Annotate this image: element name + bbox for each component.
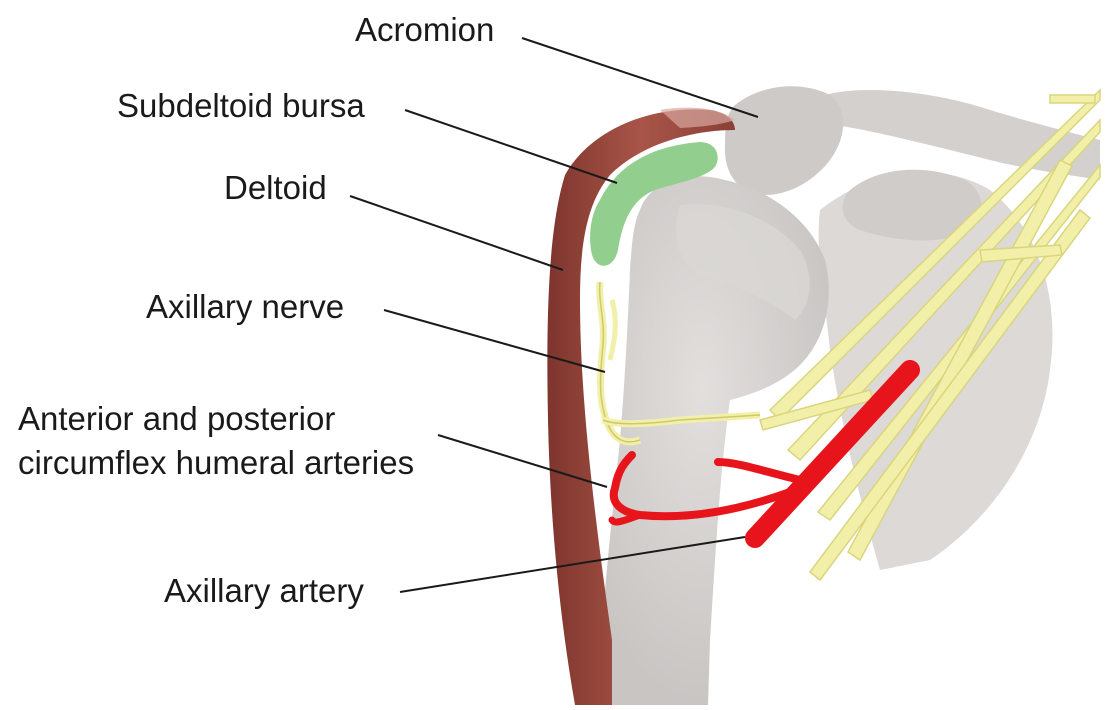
acromion-shape bbox=[725, 86, 843, 195]
label-deltoid: Deltoid bbox=[224, 169, 327, 206]
label-circumflex-line1: Anterior and posterior bbox=[18, 400, 335, 437]
anterior-circumflex-artery bbox=[718, 462, 800, 480]
label-circumflex-line2: circumflex humeral arteries bbox=[18, 444, 414, 481]
label-subdeltoid-bursa: Subdeltoid bursa bbox=[117, 87, 365, 124]
deltoid-leader-line bbox=[350, 196, 563, 270]
acromion-leader-line bbox=[522, 38, 758, 117]
label-axillary-artery: Axillary artery bbox=[164, 572, 364, 609]
label-acromion: Acromion bbox=[355, 11, 494, 48]
bursa-leader-line bbox=[405, 110, 617, 183]
label-axillary-nerve: Axillary nerve bbox=[146, 288, 344, 325]
